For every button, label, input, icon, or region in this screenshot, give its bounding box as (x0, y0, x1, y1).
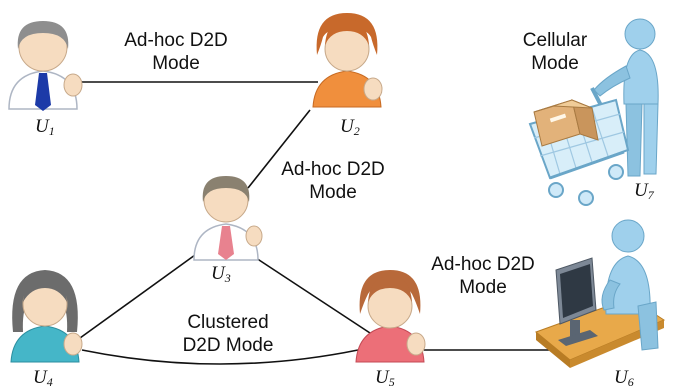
user-label-u5: U5 (375, 367, 395, 390)
user-label-u1-letter: U (35, 116, 49, 137)
user-woman-orange-icon (312, 13, 383, 108)
label-adhoc-mode-top-line2: Mode (152, 53, 200, 74)
user-label-u2: U2 (340, 116, 360, 139)
person-pushing-shopping-cart-icon (528, 18, 659, 206)
user-label-u3-letter: U (211, 263, 225, 284)
user-label-u5-index: 5 (388, 375, 395, 389)
user-label-u6: U6 (614, 367, 634, 390)
user-label-u3-index: 3 (224, 271, 231, 285)
user-woman-teal-icon (10, 270, 83, 363)
user-label-u4: U4 (33, 367, 53, 390)
user-label-u4-letter: U (33, 367, 47, 388)
user-man-pink-tie-icon (193, 176, 263, 261)
user-woman-pink-icon (355, 270, 426, 363)
user-label-u3: U3 (211, 263, 231, 286)
label-adhoc-mode-right-line1: Ad-hoc D2D (431, 254, 535, 275)
user-label-u7-letter: U (634, 180, 648, 201)
label-clustered-mode-line2: D2D Mode (182, 335, 274, 356)
label-adhoc-mode-middle: Ad-hoc D2D Mode (270, 158, 396, 204)
label-adhoc-mode-top-line1: Ad-hoc D2D (124, 30, 228, 51)
person-at-computer-desk-icon (535, 219, 666, 368)
user-label-u1-index: 1 (48, 124, 55, 138)
label-cellular-mode-line1: Cellular (522, 30, 588, 51)
link-u2-u3 (247, 109, 311, 189)
user-label-u2-index: 2 (353, 124, 360, 138)
user-man-blue-tie-icon (8, 21, 83, 111)
label-adhoc-mode-top: Ad-hoc D2D Mode (113, 29, 239, 75)
user-label-u6-index: 6 (627, 375, 634, 389)
user-label-u4-index: 4 (46, 375, 53, 389)
link-u3-u5 (255, 257, 371, 334)
user-label-u1: U1 (35, 116, 55, 139)
label-adhoc-mode-middle-line2: Mode (309, 182, 357, 203)
link-u3-u4 (79, 254, 196, 339)
label-adhoc-mode-right: Ad-hoc D2D Mode (420, 253, 546, 299)
label-cellular-mode: Cellular Mode (513, 29, 597, 75)
label-adhoc-mode-right-line2: Mode (459, 277, 507, 298)
user-label-u7: U7 (634, 180, 654, 203)
label-clustered-mode-line1: Clustered (187, 312, 269, 333)
label-adhoc-mode-middle-line1: Ad-hoc D2D (281, 159, 385, 180)
user-label-u7-index: 7 (647, 188, 654, 202)
user-label-u6-letter: U (614, 367, 628, 388)
user-label-u2-letter: U (340, 116, 354, 137)
user-label-u5-letter: U (375, 367, 389, 388)
label-cellular-mode-line2: Mode (531, 53, 579, 74)
link-u4-u5-curve (81, 349, 359, 365)
label-clustered-mode: Clustered D2D Mode (168, 311, 288, 357)
